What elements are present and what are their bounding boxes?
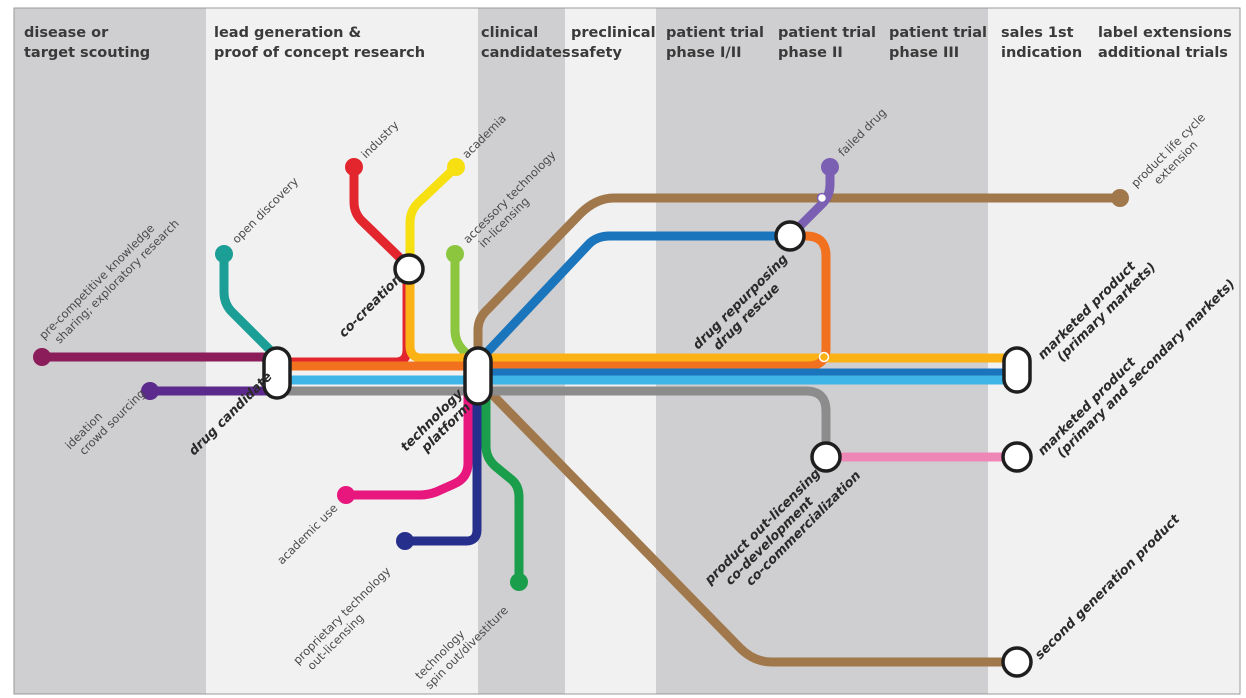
node-technology-platform bbox=[463, 346, 493, 406]
terminal-proprietary bbox=[396, 532, 414, 550]
terminal-academic-use bbox=[337, 486, 355, 504]
line-magenta bbox=[341, 377, 473, 500]
stage-header-line: patient trial bbox=[889, 25, 987, 41]
node-drug-repurposing bbox=[774, 220, 806, 252]
line-yellow bbox=[405, 162, 461, 273]
stage-header-label-extensions: label extensions additional trials bbox=[1098, 25, 1232, 61]
stage-header-line: lead generation & bbox=[214, 25, 362, 41]
junction-marketed bbox=[818, 351, 830, 363]
stage-header-line: preclinical bbox=[571, 25, 656, 41]
stage-header-clinical: clinical candidates bbox=[481, 25, 571, 61]
line-brown-life-cycle bbox=[473, 193, 1123, 355]
line-blue bbox=[473, 231, 795, 367]
stage-header-phase-3: patient trial phase III bbox=[889, 25, 987, 61]
stage-band-sales bbox=[988, 8, 1240, 694]
line-navy bbox=[400, 380, 482, 546]
stage-header-preclinical: preclinical safety bbox=[571, 25, 656, 61]
stage-header-line: phase III bbox=[889, 45, 959, 61]
terminal-failed-drug bbox=[821, 158, 839, 176]
stage-header-line: additional trials bbox=[1098, 45, 1228, 61]
diagram-border bbox=[13, 7, 1241, 695]
line-orange bbox=[271, 231, 831, 371]
terminal-dots bbox=[33, 158, 1129, 591]
terminal-industry bbox=[345, 158, 363, 176]
stage-header-sales: sales 1st indication bbox=[1001, 25, 1082, 61]
line-gold bbox=[405, 270, 1021, 363]
station-nodes bbox=[262, 220, 1033, 678]
stage-header-disease: disease or target scouting bbox=[24, 25, 150, 61]
stage-header-line: clinical bbox=[481, 25, 538, 41]
stage-header-line: indication bbox=[1001, 45, 1082, 61]
junction-failed-drug bbox=[816, 192, 828, 204]
line-green bbox=[481, 379, 524, 587]
node-co-creation bbox=[393, 253, 425, 285]
node-marketed-primary bbox=[1002, 346, 1032, 394]
terminal-ideation bbox=[141, 382, 159, 400]
terminal-precompetitive bbox=[33, 348, 51, 366]
stage-header-lead: lead generation & proof of concept resear… bbox=[214, 25, 425, 61]
stage-header-line: candidates bbox=[481, 45, 571, 61]
stage-header-phase-1-2: patient trial phase I/II bbox=[666, 25, 764, 61]
line-gray bbox=[271, 386, 831, 461]
stage-header-line: disease or bbox=[24, 25, 109, 41]
node-out-licensing bbox=[810, 441, 842, 473]
line-violet bbox=[785, 162, 835, 241]
line-brown-second-generation bbox=[473, 375, 1017, 667]
stage-header-line: target scouting bbox=[24, 45, 150, 61]
stage-header-phase-2: patient trial phase II bbox=[778, 25, 876, 61]
stage-header-line: patient trial bbox=[666, 25, 764, 41]
metro-lines bbox=[37, 162, 1123, 667]
terminal-spin-out bbox=[510, 573, 528, 591]
stage-header-line: proof of concept research bbox=[214, 45, 425, 61]
stage-header-line: sales 1st bbox=[1001, 25, 1074, 41]
stage-header-line: safety bbox=[571, 45, 622, 61]
node-marketed-secondary bbox=[1001, 441, 1033, 473]
line-teal bbox=[219, 249, 277, 357]
stage-band-lead bbox=[206, 8, 478, 694]
terminal-accessory bbox=[446, 245, 464, 263]
junction-markers bbox=[816, 192, 830, 363]
stage-headers: disease or target scouting lead generatio… bbox=[24, 25, 1232, 61]
stage-header-line: phase I/II bbox=[666, 45, 741, 61]
line-lime bbox=[450, 249, 475, 363]
node-drug-candidate bbox=[262, 346, 292, 400]
stage-header-line: patient trial bbox=[778, 25, 876, 41]
stage-header-line: label extensions bbox=[1098, 25, 1232, 41]
terminal-open-discovery bbox=[215, 245, 233, 263]
node-second-generation bbox=[1001, 646, 1033, 678]
stage-header-line: phase II bbox=[778, 45, 843, 61]
stage-band-preclinical bbox=[565, 8, 656, 694]
terminal-life-cycle bbox=[1111, 189, 1129, 207]
terminal-academia bbox=[447, 158, 465, 176]
